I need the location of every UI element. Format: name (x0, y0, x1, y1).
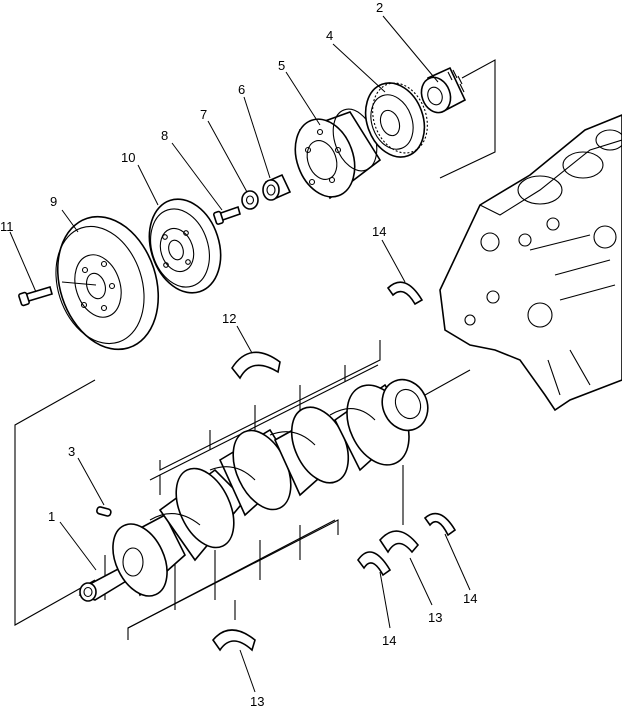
callout-labels: 1 2 3 4 5 6 7 8 9 10 11 12 13 13 14 14 1… (0, 0, 477, 706)
damper-hub-5 (294, 108, 382, 200)
callout-2: 2 (376, 0, 383, 15)
woodruff-key (96, 506, 112, 517)
callout-12: 12 (222, 311, 236, 326)
callout-9: 9 (50, 194, 57, 209)
washer-7 (241, 190, 259, 210)
gear-2 (420, 66, 467, 114)
callout-13-right: 13 (428, 610, 442, 625)
callout-10: 10 (121, 150, 135, 165)
callout-13-bottom: 13 (250, 694, 264, 706)
bearing-12 (231, 351, 281, 380)
pulley-9 (55, 215, 160, 351)
callout-8: 8 (161, 128, 168, 143)
thrust-washer-14-right (423, 512, 457, 537)
callout-5: 5 (278, 58, 285, 73)
bearing-13-right (378, 530, 420, 554)
gear-4 (364, 82, 428, 158)
thrust-washer-14-lower-left (357, 551, 392, 577)
bolt-11 (18, 286, 53, 307)
pulley-10 (148, 198, 222, 294)
cylinder-block (439, 114, 622, 412)
crankshaft (78, 369, 471, 602)
leader-lines (9, 15, 471, 693)
callout-14-right: 14 (463, 591, 477, 606)
callout-6: 6 (238, 82, 245, 97)
bearing-13-lower (211, 629, 256, 652)
thrust-washer-14-upper (386, 281, 424, 306)
callout-7: 7 (200, 107, 207, 122)
collar-6 (262, 173, 292, 201)
callout-14-lower: 14 (382, 633, 396, 648)
callout-11: 11 (0, 219, 14, 234)
callout-14-upper: 14 (372, 224, 386, 239)
assembly-frame-lines (14, 59, 496, 640)
callout-3: 3 (68, 444, 75, 459)
bolt-8 (213, 205, 241, 225)
callout-1: 1 (48, 509, 55, 524)
callout-4: 4 (326, 28, 333, 43)
